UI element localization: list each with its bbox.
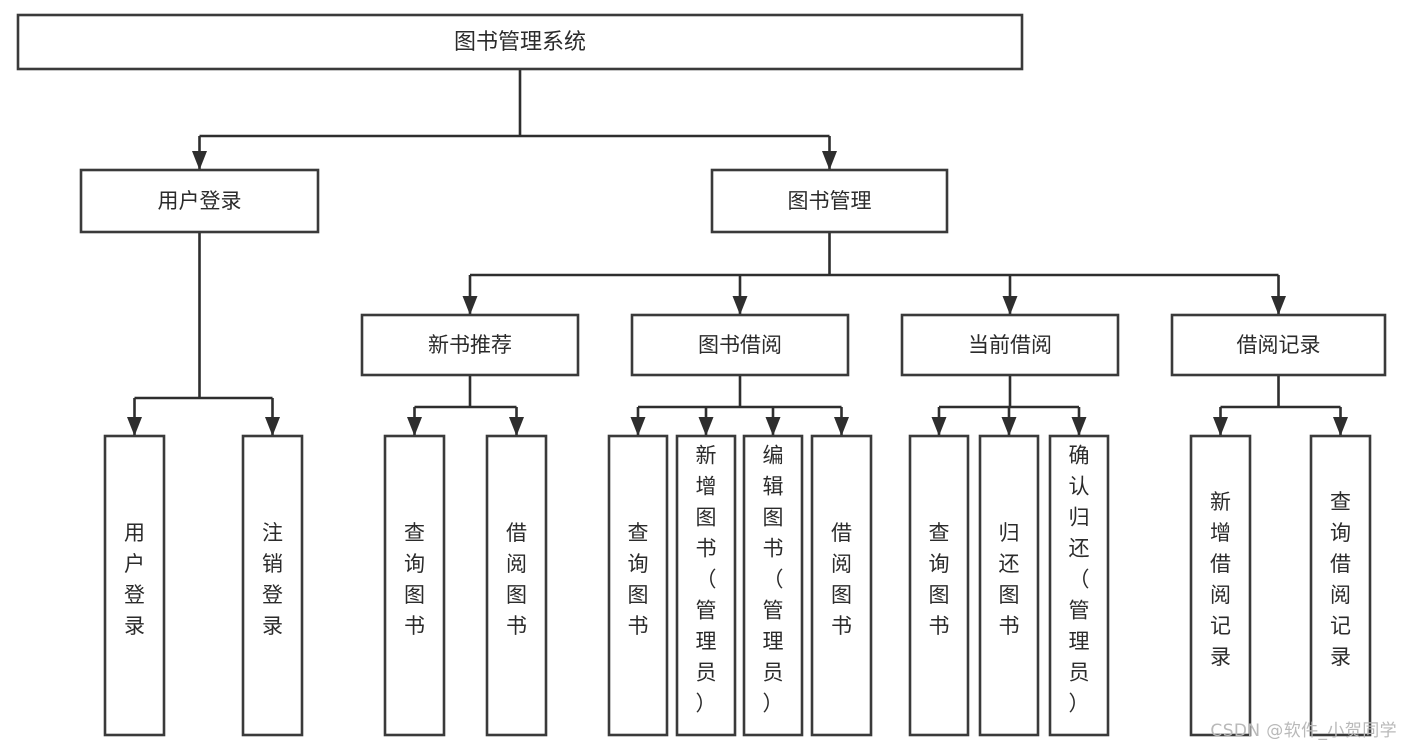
- arrow-head-icon: [509, 417, 524, 436]
- node-leaf-confirm-return[interactable]: 确认归还（管理员）: [1048, 434, 1110, 737]
- node-box: [1309, 434, 1372, 737]
- arrow-head-icon: [698, 417, 714, 436]
- node-box: [900, 313, 1120, 377]
- node-box: [908, 434, 970, 737]
- node-book-borrow[interactable]: 图书借阅: [630, 313, 850, 377]
- node-leaf-user-login[interactable]: 用户登录: [103, 434, 166, 737]
- node-label: 图书借阅: [698, 333, 782, 357]
- node-leaf-query-book-1[interactable]: 查询图书: [383, 434, 446, 737]
- arrow-head-icon: [1213, 417, 1228, 436]
- node-box: [485, 434, 548, 737]
- node-label: 图书管理系统: [454, 30, 586, 55]
- conn-root-to-level2: [192, 69, 837, 170]
- node-leaf-borrow-book-1[interactable]: 借阅图书: [485, 434, 548, 737]
- node-box: [978, 434, 1040, 737]
- node-box: [742, 434, 804, 737]
- node-box: [360, 313, 580, 377]
- node-new-book-recommend[interactable]: 新书推荐: [360, 313, 580, 377]
- node-label: 查询借阅记录: [1330, 490, 1351, 669]
- arrow-head-icon: [192, 151, 207, 170]
- node-label: 注销登录: [262, 521, 283, 638]
- node-box: [607, 434, 669, 737]
- node-box: [675, 434, 737, 737]
- node-box: [810, 434, 873, 737]
- csdn-watermark: CSDN @软件_小贺同学: [1210, 721, 1397, 741]
- node-label: 当前借阅: [968, 333, 1052, 357]
- arrow-head-icon: [1002, 296, 1018, 315]
- node-box: [1189, 434, 1252, 737]
- conn-bookmgmt-to-level3: [462, 232, 1286, 315]
- node-box: [241, 434, 304, 737]
- node-box: [630, 313, 850, 377]
- conn-current-to-leaves: [931, 375, 1087, 436]
- conn-record-to-leaves: [1213, 375, 1348, 436]
- conn-borrow-to-leaves: [630, 375, 849, 436]
- node-box: [16, 13, 1024, 71]
- node-leaf-add-record[interactable]: 新增借阅记录: [1189, 434, 1252, 737]
- node-box: [103, 434, 166, 737]
- node-leaf-logout[interactable]: 注销登录: [241, 434, 304, 737]
- node-leaf-query-book-3[interactable]: 查询图书: [908, 434, 970, 737]
- node-leaf-add-book[interactable]: 新增图书（管理员）: [675, 434, 737, 737]
- connector-layer: [127, 69, 1348, 436]
- node-current-borrow[interactable]: 当前借阅: [900, 313, 1120, 377]
- node-label: 确认归还（管理员）: [1069, 444, 1090, 716]
- arrow-head-icon: [1271, 296, 1286, 315]
- node-label: 查询图书: [404, 521, 425, 638]
- node-label: 查询图书: [628, 521, 649, 638]
- arrow-head-icon: [1071, 417, 1087, 436]
- arrow-head-icon: [265, 417, 280, 436]
- node-label: 用户登录: [158, 189, 242, 213]
- arrow-head-icon: [1001, 417, 1017, 436]
- arrow-head-icon: [732, 296, 748, 315]
- arrow-head-icon: [462, 296, 478, 315]
- node-borrow-record[interactable]: 借阅记录: [1170, 313, 1387, 377]
- node-label: 新增图书（管理员）: [696, 444, 717, 716]
- arrow-head-icon: [931, 417, 947, 436]
- node-label: 图书管理: [788, 189, 872, 213]
- node-root[interactable]: 图书管理系统: [16, 13, 1024, 71]
- arrow-head-icon: [822, 151, 837, 170]
- node-leaf-query-book-2[interactable]: 查询图书: [607, 434, 669, 737]
- node-label: 新书推荐: [428, 333, 512, 357]
- node-layer: 图书管理系统用户登录图书管理新书推荐图书借阅当前借阅借阅记录用户登录注销登录查询…: [16, 13, 1387, 737]
- node-label: 查询图书: [929, 521, 950, 638]
- node-label: 用户登录: [124, 521, 145, 638]
- node-leaf-return-book[interactable]: 归还图书: [978, 434, 1040, 737]
- node-user-login[interactable]: 用户登录: [79, 168, 320, 234]
- node-book-management[interactable]: 图书管理: [710, 168, 949, 234]
- arrow-head-icon: [407, 417, 422, 436]
- node-box: [1048, 434, 1110, 737]
- arrow-head-icon: [630, 417, 646, 436]
- arrow-head-icon: [834, 417, 849, 436]
- node-leaf-query-record[interactable]: 查询借阅记录: [1309, 434, 1372, 737]
- arrow-head-icon: [127, 417, 142, 436]
- conn-recommend-to-leaves: [407, 375, 524, 436]
- node-leaf-borrow-book-2[interactable]: 借阅图书: [810, 434, 873, 737]
- node-label: 借阅图书: [831, 521, 852, 638]
- node-box: [79, 168, 320, 234]
- node-box: [1170, 313, 1387, 377]
- node-box: [710, 168, 949, 234]
- node-label: 归还图书: [999, 521, 1020, 638]
- node-label: 新增借阅记录: [1210, 490, 1231, 669]
- node-label: 编辑图书（管理员）: [763, 444, 784, 716]
- node-box: [383, 434, 446, 737]
- node-label: 借阅图书: [506, 521, 527, 638]
- node-label: 借阅记录: [1237, 333, 1321, 357]
- node-leaf-edit-book[interactable]: 编辑图书（管理员）: [742, 434, 804, 737]
- arrow-head-icon: [765, 417, 781, 436]
- conn-userlogin-to-leaves: [127, 232, 280, 436]
- arrow-head-icon: [1333, 417, 1348, 436]
